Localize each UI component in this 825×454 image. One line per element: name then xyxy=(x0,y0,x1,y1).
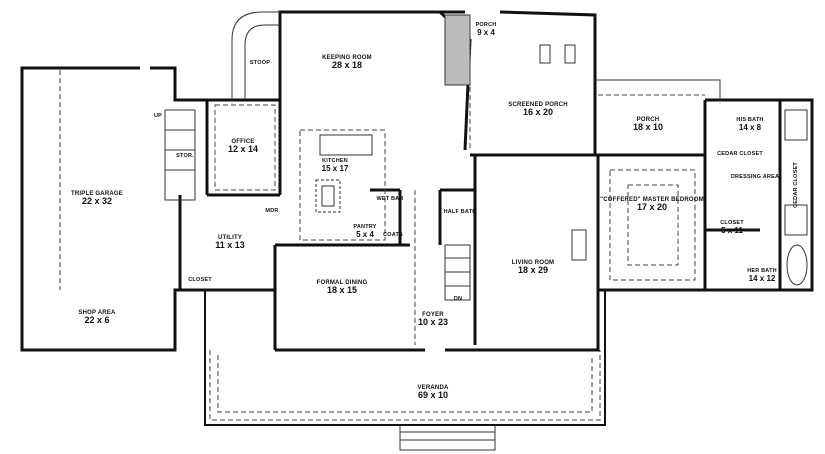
room-coats: COATS xyxy=(383,232,403,239)
room-wet-bar: WET BAR xyxy=(376,196,404,203)
dashed-lines xyxy=(59,15,705,421)
note-up: UP xyxy=(153,113,163,120)
room-stoop: STOOP xyxy=(249,60,271,67)
room-cedar-closet: CEDAR CLOSET xyxy=(717,151,763,158)
veranda-rail xyxy=(204,290,606,426)
fixtures xyxy=(164,11,808,451)
room-closet-utility: CLOSET xyxy=(188,277,212,284)
note-storage: STOR. xyxy=(176,153,194,160)
room-dressing-area: DRESSING AREA xyxy=(730,174,780,181)
room-cedar-closet-2: CEDAR CLOSET xyxy=(793,162,800,208)
note-dn: DN xyxy=(453,296,463,303)
room-half-bath: HALF BATH xyxy=(443,209,477,216)
note-mdr: MDR xyxy=(265,208,279,215)
exterior-walls xyxy=(20,10,814,352)
